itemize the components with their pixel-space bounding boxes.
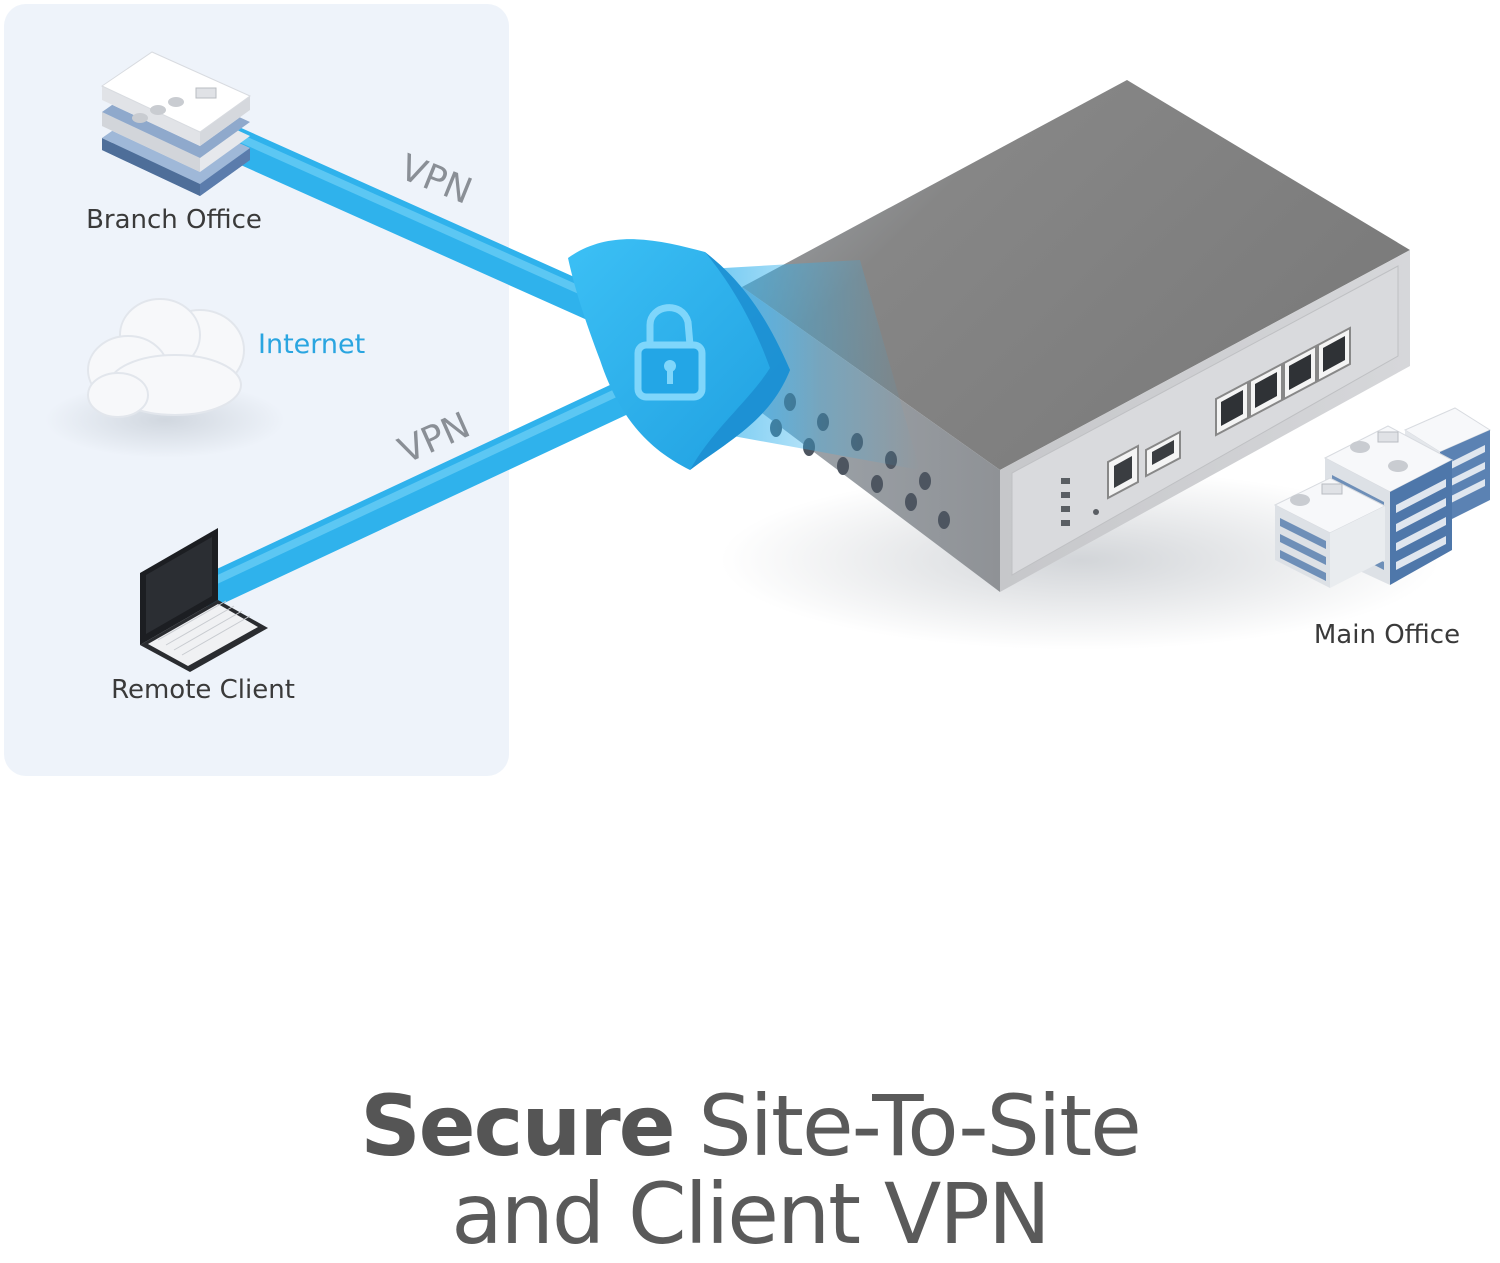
headline-line-1: Secure Site-To-Site [0, 1084, 1500, 1168]
branch-office-icon [100, 51, 251, 196]
ethernet-ports [1215, 326, 1351, 437]
remote-client-label: Remote Client [111, 675, 295, 705]
internet-label: Internet [258, 329, 365, 360]
lock-icon [634, 304, 706, 401]
headline-line-2-text: and Client VPN [451, 1165, 1051, 1263]
branch-office-label: Branch Office [86, 205, 262, 235]
vpn-tunnel-remote [195, 368, 667, 607]
console-port [1107, 444, 1139, 500]
usb-port [1145, 430, 1181, 478]
vpn-tunnel-branch [205, 121, 657, 342]
vpn-tunnel-remote-highlight [208, 373, 654, 586]
headline-line-2: and Client VPN [0, 1172, 1500, 1256]
internet-cloud-icon [87, 298, 245, 418]
remote-client-laptop-icon [140, 528, 268, 672]
headline-line-1-rest: Site-To-Site [698, 1077, 1141, 1175]
main-office-icon [1273, 407, 1492, 588]
router-status-leds [1061, 478, 1099, 526]
vpn-shield [568, 239, 790, 470]
vpn-tunnel-branch-highlight [218, 126, 644, 321]
network-panel [4, 4, 509, 776]
main-office-label: Main Office [1314, 620, 1460, 650]
router-top [742, 80, 1410, 470]
shield-edge [690, 252, 790, 470]
headline-bold: Secure [360, 1077, 675, 1175]
